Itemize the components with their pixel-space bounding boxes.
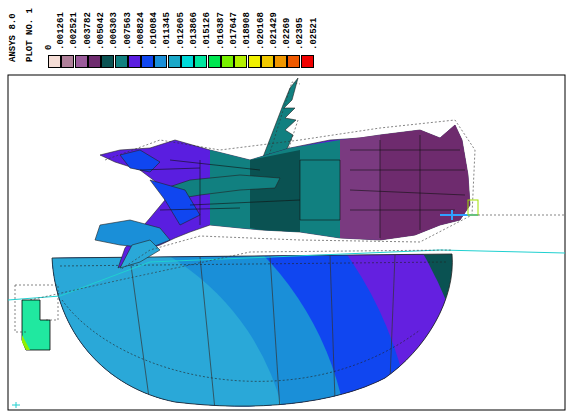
legend-swatch: [141, 55, 154, 68]
legend-value: .008824: [136, 12, 146, 50]
legend-swatch: [274, 55, 287, 68]
legend-value: .020168: [256, 12, 266, 50]
plot-number: PLOT NO. 1: [25, 8, 35, 62]
legend-swatch: [48, 55, 61, 68]
legend-swatch: [168, 55, 181, 68]
legend-value: .016387: [216, 12, 226, 50]
legend-value: .018908: [242, 12, 252, 50]
support-block: [15, 285, 58, 350]
legend-swatch: [248, 55, 261, 68]
legend-swatch: [115, 55, 128, 68]
legend-swatch: [128, 55, 141, 68]
legend-swatch: [221, 55, 234, 68]
legend-value: .015126: [202, 12, 212, 50]
legend-value: .003782: [83, 12, 93, 50]
legend-value: .006303: [109, 12, 119, 50]
legend-swatch: [194, 55, 207, 68]
legend-value: .012605: [176, 12, 186, 50]
legend-value: .001261: [56, 12, 66, 50]
legend-value: .002521: [69, 12, 79, 50]
legend-swatch: [208, 55, 221, 68]
legend-value: .010084: [149, 12, 159, 50]
legend-swatch: [75, 55, 88, 68]
legend-value: .02395: [295, 18, 305, 50]
main-structure: [95, 120, 475, 270]
legend-value: .021429: [269, 12, 279, 50]
legend-swatch: [234, 55, 247, 68]
legend-value: .011345: [162, 12, 172, 50]
legend-value: .017647: [229, 12, 239, 50]
legend-swatch: [287, 55, 300, 68]
legend-value: .005042: [96, 12, 106, 50]
legend-swatch: [101, 55, 114, 68]
legend-swatch: [88, 55, 101, 68]
legend-swatch: [154, 55, 167, 68]
legend-swatch: [301, 55, 314, 68]
legend-value: .007563: [123, 12, 133, 50]
legend-swatch: [261, 55, 274, 68]
legend-value: .02521: [309, 18, 319, 50]
legend-value: 0: [44, 45, 54, 50]
legend-value: .013866: [189, 12, 199, 50]
bowl-body: [0, 30, 480, 412]
software-version: ANSYS 8.0: [8, 13, 18, 62]
legend-swatch: [181, 55, 194, 68]
legend-value: .02269: [282, 18, 292, 50]
legend-swatch: [61, 55, 74, 68]
